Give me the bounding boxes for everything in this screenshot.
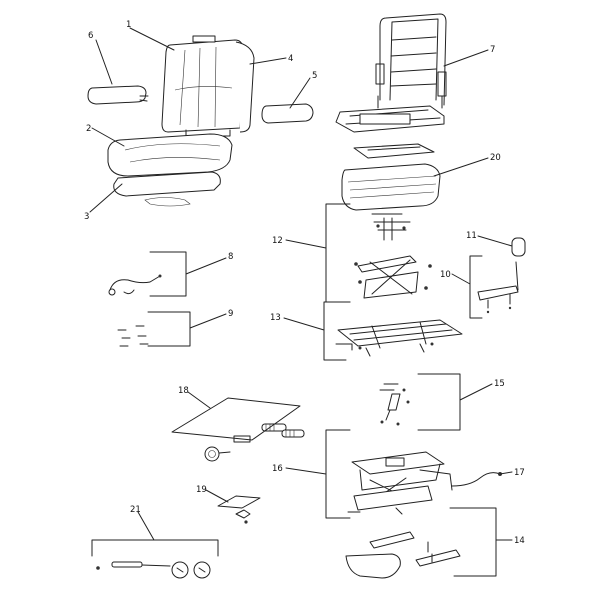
part-adjuster-cable-17	[451, 472, 502, 487]
part-backrest-1	[161, 35, 255, 137]
part-suspension-base-16	[347, 451, 453, 515]
callout-13: 13	[270, 313, 281, 323]
callout-11: 11	[466, 231, 477, 241]
callout-2: 2	[86, 124, 91, 134]
callout-10: 10	[440, 270, 451, 280]
part-shock-absorber-15	[379, 383, 410, 426]
callout-18: 18	[178, 386, 189, 396]
part-latch-19	[235, 509, 251, 524]
callout-9: 9	[228, 309, 233, 319]
callout-3: 3	[84, 212, 89, 222]
callout-16: 16	[272, 464, 283, 474]
callout-15: 15	[494, 379, 505, 389]
part-seat-pan-3	[113, 171, 221, 207]
callout-labels: 1 2 3 4 5 6 7 8 9 10 11 12 13 14 15 16 1…	[84, 20, 525, 546]
callout-1: 1	[126, 20, 131, 30]
part-knob-11	[511, 237, 526, 257]
part-side-bracket-10	[477, 261, 519, 314]
callout-6: 6	[88, 31, 93, 41]
callout-14: 14	[514, 536, 525, 546]
part-cable-8	[108, 274, 162, 296]
part-pins-9	[117, 325, 149, 347]
callout-7: 7	[490, 45, 495, 55]
callout-12: 12	[272, 236, 283, 246]
part-spring-kit-18	[204, 423, 305, 462]
callout-20: 20	[490, 153, 501, 163]
part-armrest-left-6	[87, 85, 149, 105]
group-brackets	[91, 203, 497, 577]
callout-17: 17	[514, 468, 525, 478]
part-back-frame-7	[335, 13, 447, 133]
part-suspension-cushion-20	[341, 143, 441, 211]
part-tilt-bracket-12	[354, 213, 432, 299]
part-seat-cushion-2	[107, 133, 233, 177]
part-fore-aft-frame-13	[335, 319, 463, 357]
part-rails-14	[345, 531, 461, 579]
callout-19: 19	[196, 485, 207, 495]
callout-21: 21	[130, 505, 141, 515]
leader-lines	[89, 27, 513, 541]
callout-5: 5	[312, 71, 317, 81]
part-armrest-right-5	[261, 103, 314, 124]
callout-4: 4	[288, 54, 293, 64]
callout-8: 8	[228, 252, 233, 262]
part-lever-assembly-21	[96, 561, 211, 579]
